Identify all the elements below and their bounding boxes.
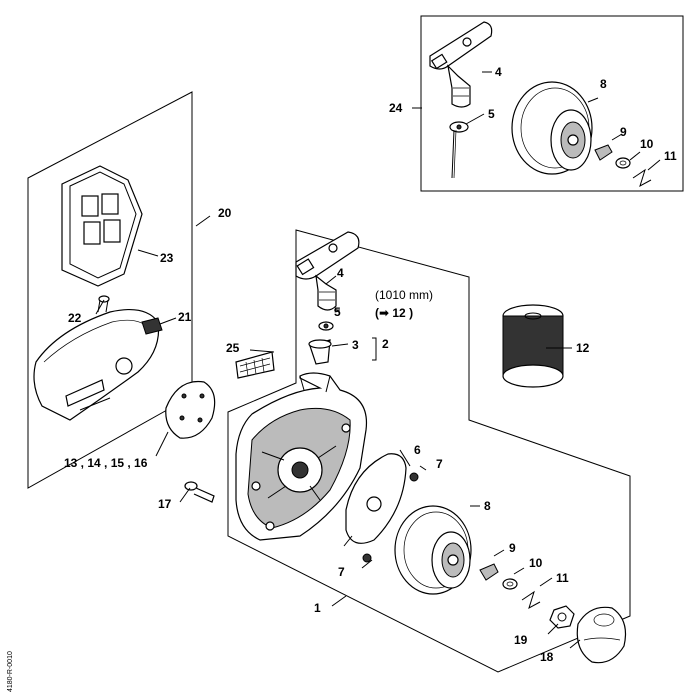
inset-starter-grip-icon: [429, 21, 493, 108]
rope-length-note: (1010 mm): [375, 288, 433, 302]
inset-spring-clip-icon: [632, 168, 652, 188]
callout-8-inset: 8: [600, 77, 607, 91]
starter-grip-icon: [295, 231, 360, 311]
callout-20: 20: [218, 206, 232, 220]
screw-7-bottom-icon: [362, 553, 372, 563]
frame-1-starter-group: [227, 229, 631, 673]
inset-rope-rotor-icon: [511, 81, 593, 175]
inset-rope-guide-icon: [449, 121, 469, 179]
callout-4: 4: [337, 266, 344, 280]
guide-plate-icon: [343, 453, 407, 547]
inset-washer-icon: [615, 157, 631, 169]
rope-rotor-icon: [394, 505, 472, 595]
callout-22: 22: [68, 311, 82, 325]
callout-6: 6: [414, 443, 421, 457]
callout-18: 18: [540, 650, 554, 664]
washer-icon: [502, 578, 518, 590]
bushing-3-icon: [308, 339, 332, 365]
drawing-code: 4180-R-0010: [7, 651, 14, 692]
callout-24: 24: [389, 101, 403, 115]
callout-17: 17: [158, 497, 172, 511]
callout-9-inset: 9: [620, 125, 627, 139]
callout-11: 11: [556, 571, 569, 585]
callout-25: 25: [226, 341, 240, 355]
spring-clip-icon: [521, 590, 541, 610]
callout-12: 12: [576, 341, 590, 355]
callout-19: 19: [514, 633, 528, 647]
pawl-icon: [479, 563, 499, 581]
callout-7-top: 7: [436, 457, 443, 471]
starter-rope-spool-icon: [502, 304, 564, 388]
callout-9: 9: [509, 541, 516, 555]
filter-plate-icon: [165, 380, 216, 439]
callout-5: 5: [334, 305, 341, 319]
callout-1: 1: [314, 601, 321, 615]
callout-5-inset: 5: [488, 107, 495, 121]
callout-21: 21: [178, 310, 192, 324]
callout-2: 2: [382, 337, 389, 351]
callout-4-inset: 4: [495, 65, 502, 79]
nut-19-icon: [549, 605, 575, 629]
frame-20-air-filter-group: [27, 91, 193, 489]
fan-housing-icon: [235, 372, 368, 541]
frame-24-inset: [420, 15, 684, 192]
leader-lines: [95, 71, 661, 649]
callout-8: 8: [484, 499, 491, 513]
callout-13-14-15-16: 13 , 14 , 15 , 16: [64, 456, 148, 470]
screw-7-top-icon: [409, 472, 419, 482]
cup-18-icon: [576, 606, 627, 664]
inset-pawl-icon: [594, 144, 613, 161]
rope-guide-icon: [318, 321, 334, 331]
callout-10-inset: 10: [640, 137, 654, 151]
screw-17-icon: [184, 481, 215, 503]
callout-10: 10: [529, 556, 543, 570]
air-filter-icon: [61, 165, 143, 287]
screw-22-icon: [97, 295, 110, 313]
mesh-strip-icon: [235, 351, 275, 379]
callout-7-bottom: 7: [338, 565, 345, 579]
callout-11-inset: 11: [664, 149, 677, 163]
filter-cover-icon: [33, 309, 163, 421]
callout-3: 3: [352, 338, 359, 352]
rope-reference-note: (➡ 12 ): [375, 306, 413, 320]
callout-23: 23: [160, 251, 174, 265]
